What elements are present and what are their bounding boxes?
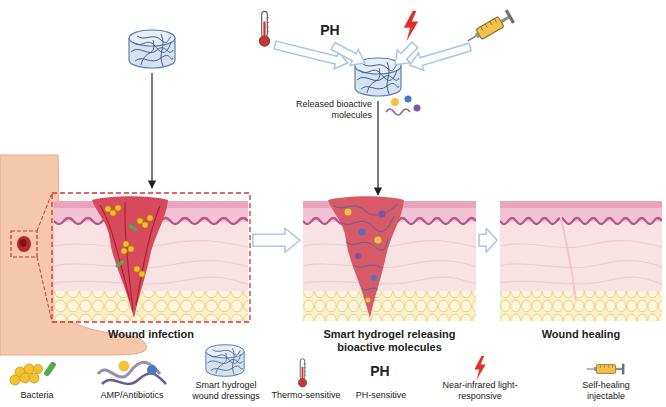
infected-skin — [115, 205, 121, 211]
infected-skin — [128, 224, 138, 232]
leg-illustration — [17, 236, 31, 252]
infected-skin — [139, 271, 145, 277]
antibiotic-icon — [98, 361, 166, 385]
legend-text: Near-infrared light-responsive — [440, 380, 520, 402]
legend-text: Smart hydrogel wound dressings — [186, 380, 266, 402]
infected-skin — [54, 196, 248, 321]
arrow-line — [151, 73, 152, 188]
treated-skin — [334, 204, 398, 215]
bacteria-icon — [10, 361, 57, 385]
treated-skin — [366, 298, 371, 303]
molecules-icon — [414, 105, 421, 112]
process-arrow — [479, 228, 497, 252]
ph-symbol: PH — [312, 22, 348, 39]
infected-skin — [121, 248, 127, 254]
molecules-icon — [386, 96, 421, 116]
bacteria-icon — [20, 373, 30, 383]
infected-skin — [115, 259, 125, 268]
healed-skin — [560, 214, 576, 300]
infected-skin — [147, 215, 153, 221]
bacteria-icon — [34, 365, 43, 374]
treated-skin — [303, 196, 476, 321]
molecules-icon — [391, 98, 399, 106]
panel-node: Smart hydrogel releasing bioactive molec… — [303, 200, 476, 322]
treated-skin — [355, 253, 361, 259]
stimulus-arrows — [329, 38, 369, 71]
panel-caption: Wound healing — [506, 328, 656, 341]
legend-text: Thermo-sensitive — [264, 390, 348, 401]
infected-skin — [123, 241, 129, 247]
process-arrow — [253, 228, 300, 252]
stimulus-arrows — [407, 38, 473, 73]
healed-skin — [500, 201, 662, 321]
syringe-legend-icon — [587, 363, 625, 374]
lightning-icon — [404, 11, 418, 42]
panel-caption: Smart hydrogel releasing bioactive molec… — [307, 328, 472, 354]
thermometer-icon — [259, 11, 269, 46]
legend-text: AMP/Antibiotics — [90, 390, 174, 401]
infected-skin — [105, 205, 153, 277]
treated-skin — [371, 275, 377, 281]
zoom-frame — [52, 193, 250, 322]
treated-skin — [328, 196, 404, 318]
leg-illustration — [37, 257, 52, 322]
annotation-text: Released bioactive molecules — [278, 99, 372, 121]
treated-skin — [362, 288, 378, 290]
treated-skin — [345, 209, 352, 216]
bacteria-icon — [10, 364, 43, 385]
infected-skin — [54, 201, 248, 321]
infected-skin — [105, 206, 111, 212]
infected-skin — [92, 196, 168, 318]
antibiotic-icon — [119, 361, 130, 372]
hydrogel-legend-icon — [206, 345, 244, 377]
legend-text: Bacteria — [8, 390, 66, 401]
leg-illustration — [20, 239, 27, 247]
antibiotic-icon — [102, 373, 166, 384]
legend-text: Self-healing injectable — [570, 380, 642, 402]
infected-skin — [128, 246, 134, 252]
molecules-icon — [405, 96, 412, 103]
infected-skin — [115, 224, 138, 269]
legend-text: PH-sensitive — [350, 390, 412, 401]
panel-caption: Wound infection — [61, 328, 241, 341]
treated-skin — [379, 211, 386, 218]
treated-skin — [340, 216, 394, 231]
treated-skin — [375, 237, 382, 244]
thermometer-legend-icon — [298, 359, 306, 387]
infected-skin — [136, 206, 160, 305]
stimulus-arrows — [273, 36, 473, 73]
treated-skin — [359, 229, 366, 236]
stimulus-arrows — [407, 38, 473, 73]
bacteria-icon — [24, 364, 34, 374]
panel-node: Wound healing — [500, 200, 662, 322]
treated-skin — [354, 265, 382, 268]
molecules-icon — [386, 109, 410, 115]
leg-illustration — [11, 231, 37, 257]
infected-skin — [142, 222, 148, 228]
syringe-icon — [464, 9, 515, 47]
stimulus-arrows — [329, 38, 369, 71]
panel-node: Wound infection — [52, 193, 250, 322]
antibiotic-icon — [147, 365, 157, 375]
infected-skin — [134, 266, 140, 272]
leg-illustration — [37, 193, 52, 231]
hydrogel-icon — [129, 30, 175, 68]
infected-skin — [137, 218, 143, 224]
bacteria-icon — [43, 361, 57, 378]
ph-symbol: PH — [362, 363, 398, 380]
infected-skin — [125, 202, 133, 310]
lightning-legend-icon — [474, 356, 485, 380]
treated-skin — [328, 196, 404, 318]
arrow-line — [377, 101, 378, 195]
bacteria-icon — [10, 375, 20, 385]
infected-skin — [110, 210, 116, 216]
bacteria-icon — [29, 373, 39, 383]
treated-skin — [346, 238, 388, 250]
healed-skin — [500, 201, 662, 321]
